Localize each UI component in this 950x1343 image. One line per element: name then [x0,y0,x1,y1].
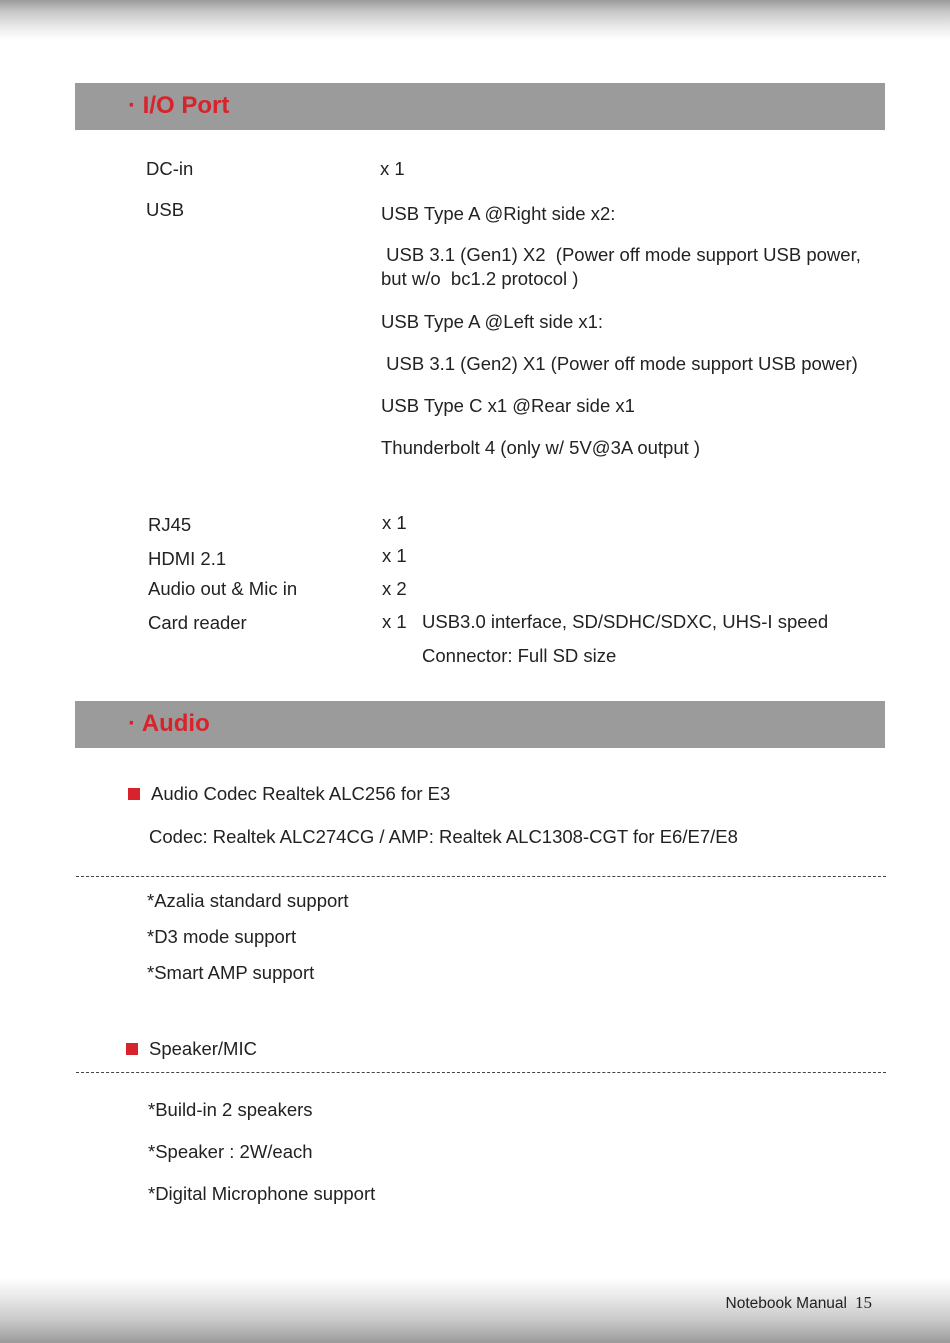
usb-line-6: Thunderbolt 4 (only w/ 5V@3A output ) [381,437,701,458]
page-number: 15 [855,1293,872,1312]
usb-line-4: USB 3.1 (Gen2) X1 (Power off mode suppor… [381,353,858,374]
dc-in-label: DC-in [146,158,194,179]
dashed-divider [76,1072,886,1073]
audio-out-value: x 2 [382,578,407,599]
usb-line-1: USB Type A @Right side x2: [381,203,616,224]
audio-feature-3: *Smart AMP support [147,962,315,983]
codec-line: Codec: Realtek ALC274CG / AMP: Realtek A… [149,826,738,847]
audio-feature-2: *D3 mode support [147,926,297,947]
io-port-section-header: · I/O Port [75,83,885,130]
card-reader-detail-1: USB3.0 interface, SD/SDHC/SDXC, UHS-I sp… [422,611,829,632]
hdmi-value: x 1 [382,545,407,566]
speaker-feature-2: *Speaker : 2W/each [148,1141,313,1162]
audio-feature-1: *Azalia standard support [147,890,349,911]
rj45-label: RJ45 [148,514,192,535]
card-reader-label: Card reader [148,612,247,633]
dc-in-value: x 1 [380,158,405,179]
square-bullet-icon [128,788,140,800]
usb-line-5: USB Type C x1 @Rear side x1 [381,395,635,416]
hdmi-label: HDMI 2.1 [148,548,227,569]
audio-title: · Audio [128,710,210,737]
top-gradient-band [0,0,950,40]
audio-section-header: · Audio [75,701,885,748]
bottom-gradient-band [0,1278,950,1343]
speaker-feature-1: *Build-in 2 speakers [148,1099,313,1120]
usb-line-3: USB Type A @Left side x1: [381,311,604,332]
speaker-heading: Speaker/MIC [149,1038,257,1059]
speaker-feature-3: *Digital Microphone support [148,1183,376,1204]
usb-line-2: USB 3.1 (Gen1) X2 (Power off mode suppor… [381,244,867,289]
dashed-divider [76,876,886,877]
usb-label: USB [146,199,185,220]
page-footer: Notebook Manual 15 [726,1293,873,1313]
rj45-value: x 1 [382,512,407,533]
card-reader-value: x 1 [382,611,407,632]
codec-heading: Audio Codec Realtek ALC256 for E3 [151,783,451,804]
card-reader-detail-2: Connector: Full SD size [422,645,617,666]
footer-label: Notebook Manual [725,1295,848,1312]
io-port-title: · I/O Port [128,92,230,119]
audio-out-label: Audio out & Mic in [148,578,298,599]
square-bullet-icon [126,1043,138,1055]
